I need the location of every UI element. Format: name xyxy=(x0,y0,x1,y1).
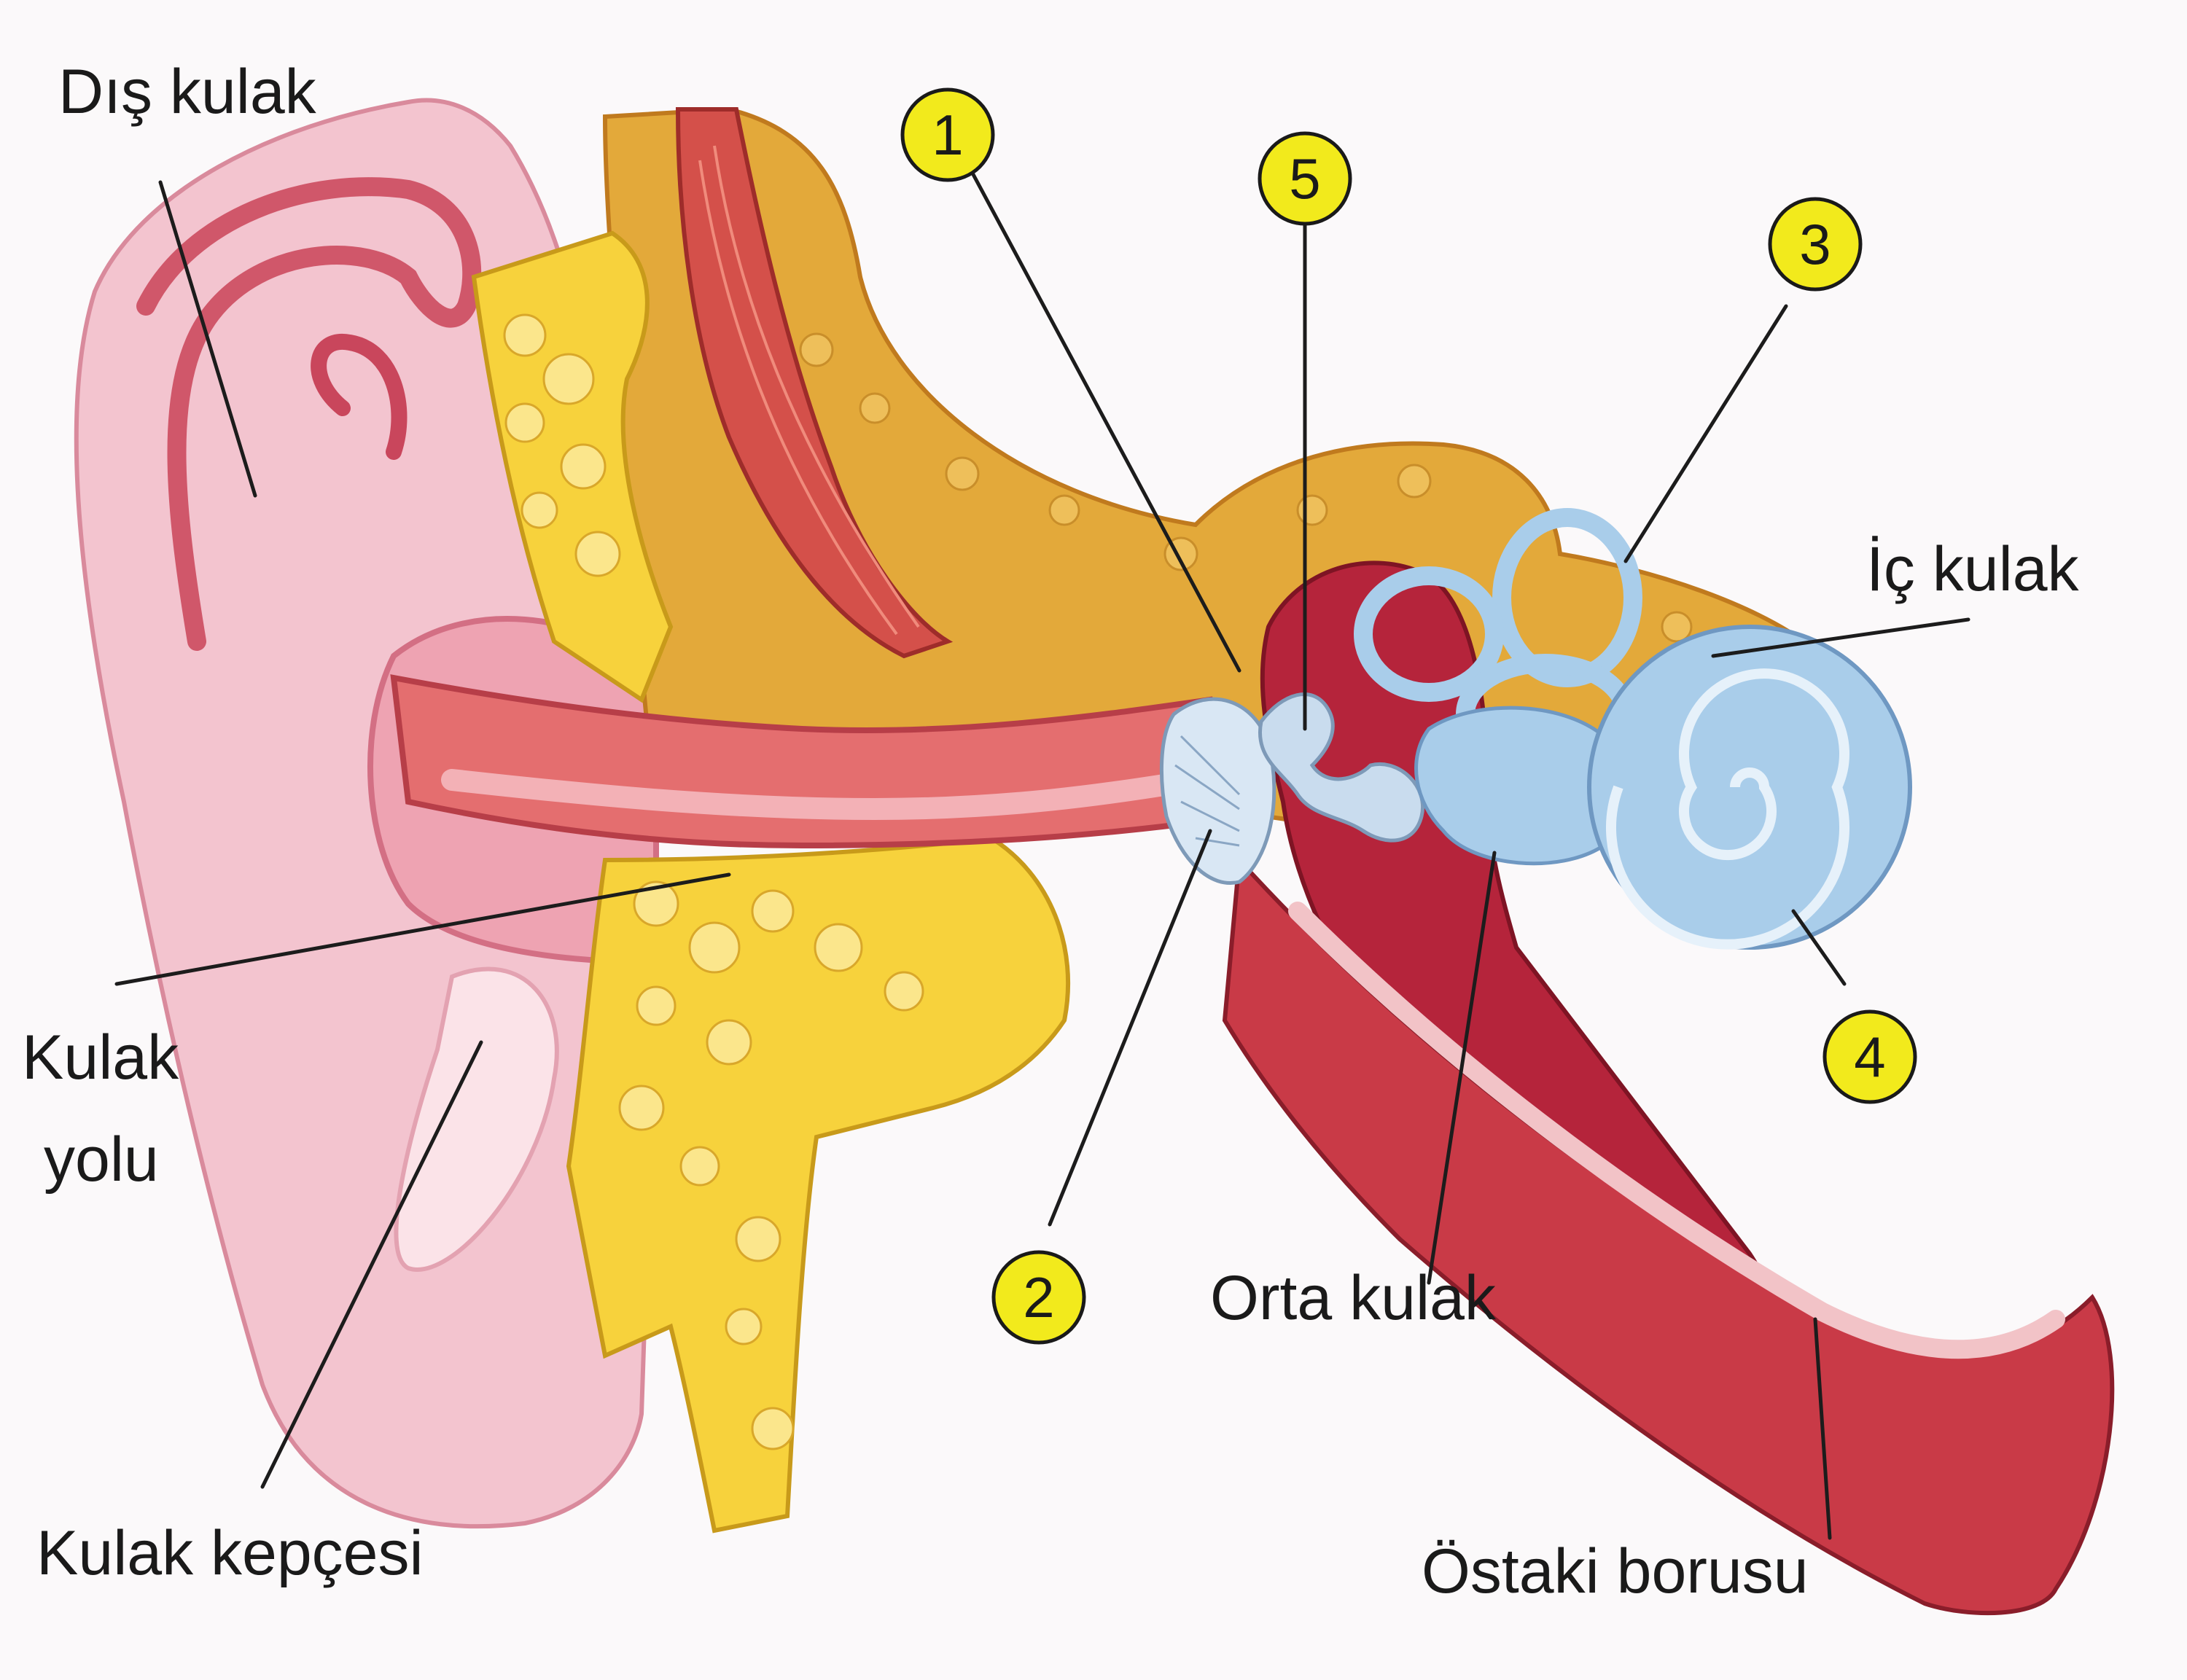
svg-text:3: 3 xyxy=(1799,212,1831,276)
leader-marker-3 xyxy=(1623,304,1788,563)
leader-middle-ear xyxy=(1427,851,1497,1285)
marker-5: 5 xyxy=(1258,131,1352,226)
temporalis-muscle xyxy=(675,107,954,659)
leader-pinna xyxy=(260,1040,483,1489)
eardrum-lines xyxy=(1174,735,1241,847)
svg-text:4: 4 xyxy=(1854,1025,1885,1089)
leader-ear-canal xyxy=(114,872,731,986)
marker-4: 4 xyxy=(1822,1009,1917,1104)
ear-canal-highlight xyxy=(441,769,1206,821)
svg-text:5: 5 xyxy=(1289,146,1320,211)
cochlea-spiral xyxy=(1606,668,1849,950)
leader-inner-ear xyxy=(1711,617,1970,658)
marker-1: 1 xyxy=(900,87,995,182)
label-ear-canal-line2: yolu xyxy=(44,1125,159,1195)
label-inner-ear: İç kulak xyxy=(1866,534,2080,604)
muscle-fibers xyxy=(698,145,920,636)
eustachian-tube-inner xyxy=(1288,902,2065,1359)
leader-marker-1 xyxy=(967,165,1241,673)
label-eustachian-tube: Östaki borusu xyxy=(1422,1536,1809,1606)
svg-text:2: 2 xyxy=(1023,1265,1054,1329)
antihelix-fold xyxy=(311,333,408,460)
marker-2: 2 xyxy=(991,1250,1086,1345)
leader-marker-2 xyxy=(1048,829,1212,1227)
earlobe xyxy=(394,966,559,1272)
leader-marker-4 xyxy=(1791,909,1847,986)
label-outer-ear: Dış kulak xyxy=(58,57,317,127)
leader-eustachian xyxy=(1813,1317,1832,1540)
fat-texture xyxy=(503,313,924,1450)
marker-3: 3 xyxy=(1768,197,1863,292)
label-ear-canal-line1: Kulak xyxy=(22,1023,179,1093)
leader-outer-ear xyxy=(158,180,257,498)
label-pinna: Kulak kepçesi xyxy=(36,1518,424,1588)
helix-fold xyxy=(136,177,482,651)
eardrum xyxy=(1159,697,1276,885)
label-middle-ear: Orta kulak xyxy=(1210,1263,1497,1333)
ossicles xyxy=(1258,692,1424,843)
svg-text:1: 1 xyxy=(932,103,963,167)
